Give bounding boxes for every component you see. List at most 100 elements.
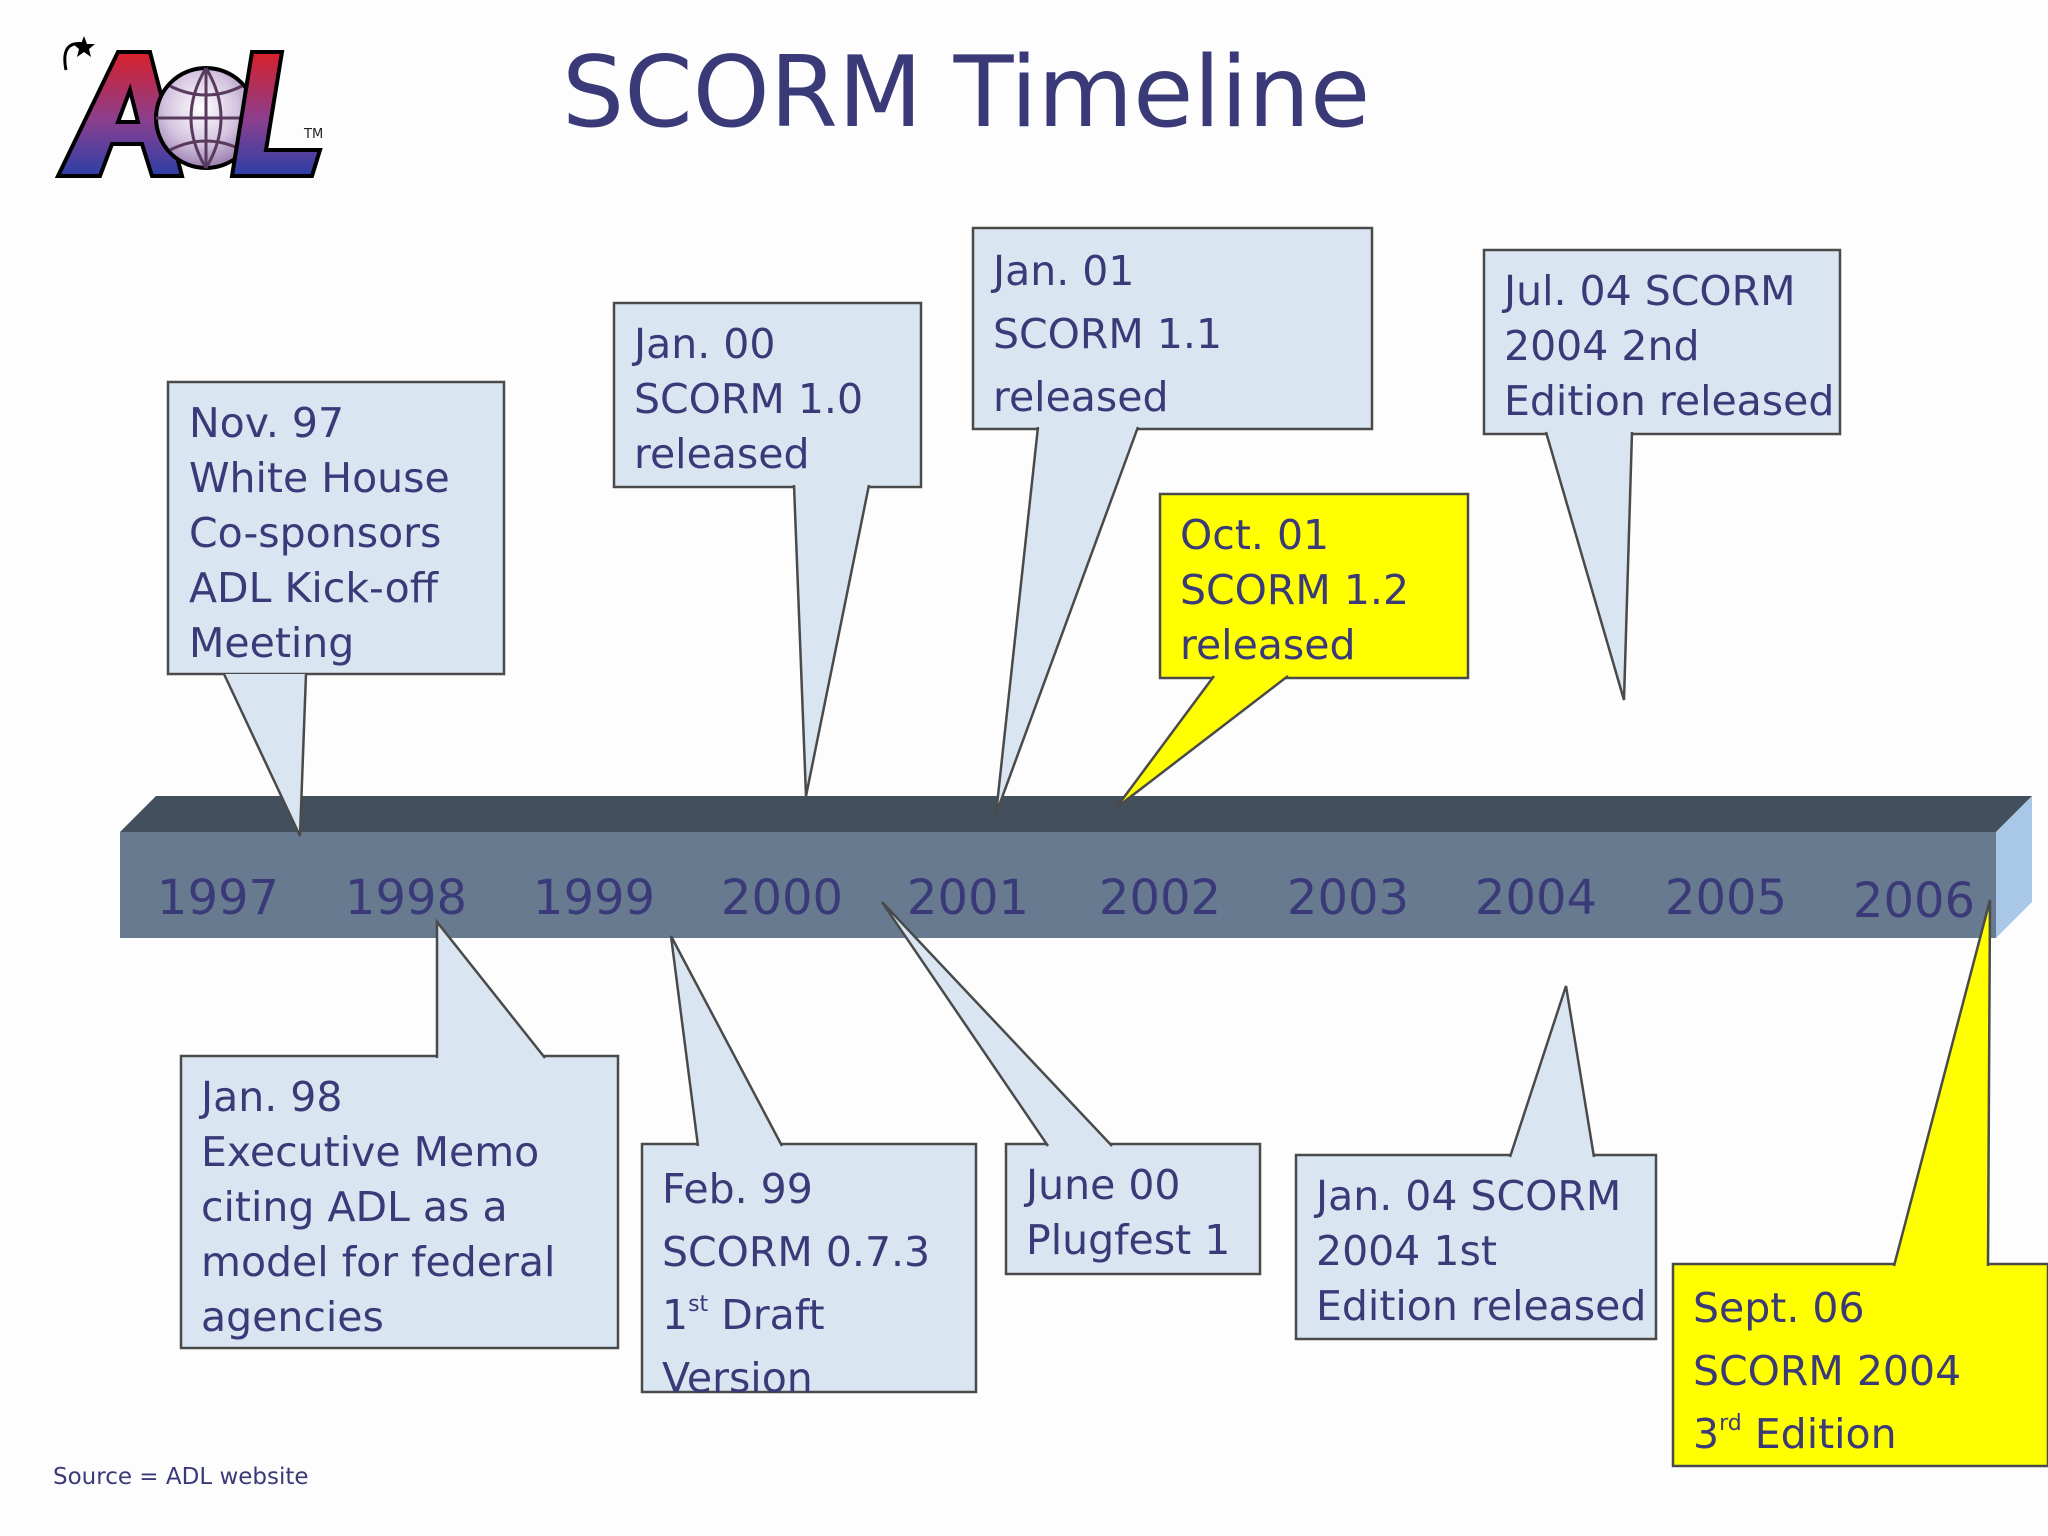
- callout-line-text: Draft: [721, 1291, 825, 1339]
- callout-pointer-outline: [792, 484, 871, 797]
- callout-box: [612, 301, 923, 489]
- year-label-1998: 1998: [345, 870, 467, 926]
- callout-line: ADL Kick-off: [189, 564, 438, 612]
- callout-line: Sept. 06: [1693, 1284, 1865, 1332]
- callout-box: [1004, 1142, 1262, 1276]
- callout-shapes: [166, 226, 2048, 1468]
- callout-line: agencies: [201, 1293, 384, 1341]
- year-label-2000: 2000: [721, 870, 843, 926]
- callout-line: Jan. 01: [993, 247, 1135, 295]
- ordinal-suffix: st: [688, 1292, 709, 1317]
- callout-line: Executive Memo: [201, 1128, 540, 1176]
- callout-box: [166, 380, 506, 676]
- callout-line: 2004 2nd: [1504, 322, 1700, 370]
- callout-line: SCORM 0.7.3: [662, 1228, 931, 1276]
- callout-text-jun00: June 00 Plugfest 1: [1026, 1158, 1230, 1268]
- callout-line: model for federal: [201, 1238, 556, 1286]
- callout-line: 1st Draft: [662, 1284, 930, 1347]
- year-label-2005: 2005: [1665, 870, 1787, 926]
- callout-line: Version: [662, 1354, 813, 1402]
- year-label-2003: 2003: [1287, 870, 1409, 926]
- callout-text-jan98: Jan. 98 Executive Memo citing ADL as a mode…: [201, 1070, 555, 1345]
- callout-line: SCORM 1.1: [993, 310, 1223, 358]
- callout-text-jan01: Jan. 01 SCORM 1.1 released: [993, 240, 1222, 429]
- year-label-2004: 2004: [1475, 870, 1597, 926]
- callout-jan98: [179, 918, 620, 1350]
- callout-line: SCORM 2004: [1693, 1347, 1962, 1395]
- callout-box: [179, 1054, 620, 1350]
- callout-line: Oct. 01: [1180, 511, 1330, 559]
- callout-pointer-outline: [222, 673, 308, 837]
- callout-line: SCORM 1.2: [1180, 566, 1410, 614]
- ordinal-number: 3: [1693, 1410, 1720, 1458]
- callout-box: [1158, 492, 1470, 680]
- callout-text-sep06: Sept. 06 SCORM 2004 3rd Edition: [1693, 1277, 1961, 1466]
- callout-line: citing ADL as a: [201, 1183, 508, 1231]
- year-label-1999: 1999: [533, 870, 655, 926]
- callout-sep06: [1671, 899, 2048, 1468]
- year-label-2002: 2002: [1099, 870, 1221, 926]
- callout-line: Nov. 97: [189, 399, 345, 447]
- page-title: SCORM Timeline: [562, 36, 1371, 150]
- logo-tm: TM: [303, 127, 323, 142]
- callout-pointer-outline: [1544, 431, 1634, 701]
- callout-pointer-outline: [880, 901, 1113, 1147]
- callout-jan00: [612, 301, 923, 797]
- callout-jan04: [1294, 985, 1658, 1341]
- callout-pointer: [224, 674, 306, 836]
- callout-line: Feb. 99: [662, 1165, 813, 1213]
- callout-oct01: [1114, 492, 1470, 809]
- timeline-bar: [120, 796, 2032, 938]
- callout-pointer: [1510, 986, 1594, 1157]
- callout-jun00: [880, 901, 1262, 1276]
- callout-line: Jan. 04 SCORM: [1316, 1172, 1622, 1220]
- callout-jan01: [971, 226, 1374, 815]
- callout-box: [640, 1142, 978, 1394]
- callout-jul04: [1482, 248, 1842, 701]
- callout-line: SCORM 1.0: [634, 375, 864, 423]
- callout-box: [971, 226, 1374, 431]
- callout-line: Jul. 04 SCORM: [1504, 267, 1796, 315]
- callout-line: Edition released: [1504, 377, 1835, 425]
- callout-line: released: [1180, 621, 1356, 669]
- callout-line: Plugfest 1: [1026, 1216, 1231, 1264]
- callout-line: White House: [189, 454, 450, 502]
- callout-line: 3rd Edition: [1693, 1403, 1961, 1466]
- year-label-2001: 2001: [907, 870, 1029, 926]
- callout-line: released: [993, 373, 1169, 421]
- callout-box: [1671, 1262, 2048, 1468]
- callout-line: 2004 1st: [1316, 1227, 1497, 1275]
- callout-line: June 00: [1026, 1161, 1181, 1209]
- callout-pointer-outline: [1508, 985, 1596, 1158]
- callout-box: [1482, 248, 1842, 436]
- year-label-2006: 2006: [1853, 873, 1975, 929]
- ordinal-number: 1: [662, 1291, 689, 1339]
- callout-line: Co-sponsors: [189, 509, 442, 557]
- ordinal-suffix: rd: [1719, 1411, 1742, 1436]
- callout-line-text: Edition: [1754, 1410, 1897, 1458]
- year-label-1997: 1997: [157, 870, 279, 926]
- callout-line: Meeting: [189, 619, 355, 667]
- callout-pointer-outline: [1892, 899, 1992, 1267]
- callout-pointer-outline: [994, 426, 1140, 815]
- callout-pointer-outline: [669, 935, 784, 1147]
- adl-logo: TM: [54, 36, 323, 178]
- callout-box: [1294, 1153, 1658, 1341]
- source-note: Source = ADL website: [53, 1464, 309, 1490]
- year-labels: 1997 1998 1999 2000 2001 2002 2003 2004 2005 2006: [157, 870, 1975, 929]
- callout-feb99: [640, 935, 978, 1394]
- callout-line: Jan. 00: [634, 320, 776, 368]
- callout-pointer-outline: [435, 918, 546, 1059]
- callout-pointer: [794, 485, 869, 796]
- callout-line: Jan. 98: [201, 1073, 343, 1121]
- callout-nov97: [166, 380, 506, 837]
- callout-pointer-outline: [1114, 675, 1289, 809]
- callout-pointer: [1546, 432, 1632, 700]
